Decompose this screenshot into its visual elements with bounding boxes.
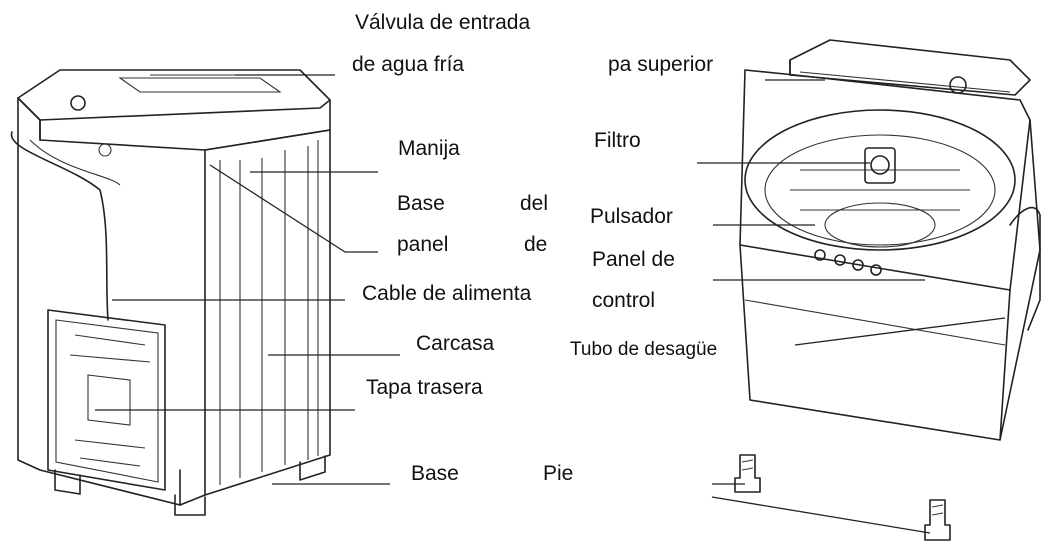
label-control-panel-line1: Panel de — [592, 248, 675, 271]
label-panel-base-word4: de — [524, 233, 548, 256]
label-pulsator: Pulsador — [590, 205, 673, 228]
label-base: Base — [411, 462, 459, 485]
label-panel-base-word1: Base — [397, 192, 445, 215]
label-back-cover: Tapa trasera — [366, 376, 483, 399]
label-foot: Pie — [543, 462, 574, 485]
label-handle: Manija — [398, 137, 460, 160]
label-housing: Carcasa — [416, 332, 495, 355]
leader-lines — [95, 74, 1006, 534]
label-panel-base-word3: panel — [397, 233, 449, 256]
rear-view-washer — [10, 69, 331, 516]
label-power-cable: Cable de alimenta — [362, 282, 532, 305]
front-view-washer — [734, 39, 1041, 541]
label-cold-water-inlet-valve-line1: Válvula de entrada — [355, 11, 531, 34]
label-top-cover: pa superior — [608, 53, 714, 76]
label-drain-hose: Tubo de desagüe — [570, 339, 718, 360]
label-control-panel-line2: control — [592, 289, 656, 312]
label-filter: Filtro — [594, 129, 641, 152]
label-cold-water-inlet-valve-line2: de agua fría — [352, 53, 465, 76]
label-panel-base-word2: del — [520, 192, 549, 215]
